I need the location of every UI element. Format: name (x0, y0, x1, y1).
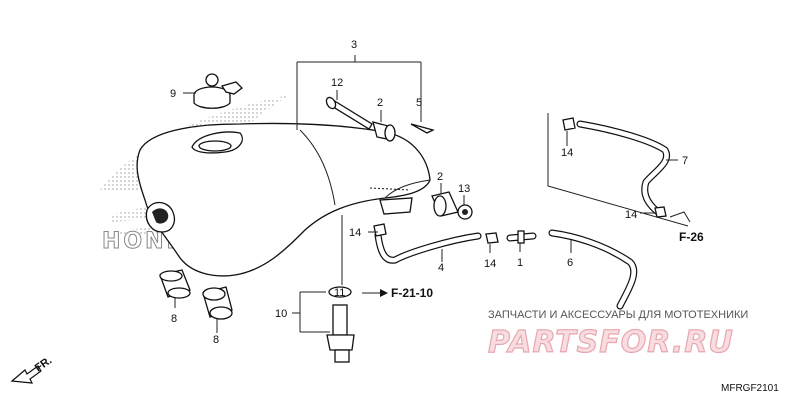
cushion (457, 204, 473, 220)
clip (410, 123, 435, 134)
front-direction-arrow: FR. (10, 354, 54, 384)
drain-hose (374, 231, 482, 264)
label-part-9: 9 (170, 88, 176, 100)
label-part-14-b: 14 (484, 258, 496, 270)
ref-f-21-10: F-21-10 (391, 286, 433, 300)
label-part-4: 4 (438, 262, 444, 274)
label-part-5: 5 (416, 97, 422, 109)
rubber-collar-lower (431, 191, 459, 217)
label-part-2-upper: 2 (377, 97, 383, 109)
leader-lines (174, 55, 691, 333)
hose-clip-d (654, 206, 667, 218)
label-part-11: 11 (334, 287, 345, 299)
breather-hose-6 (548, 229, 638, 310)
hose-clip-b (485, 232, 499, 244)
fuel-tank (136, 122, 431, 277)
rubber-collar-upper (372, 121, 396, 142)
label-part-1: 1 (517, 257, 523, 269)
label-part-8-b: 8 (213, 334, 219, 346)
breather-hose-7 (576, 120, 671, 216)
label-part-14-d: 14 (625, 209, 637, 221)
label-part-14-a: 14 (349, 227, 361, 239)
fuel-cap (193, 73, 243, 109)
label-part-2-lower: 2 (437, 171, 443, 183)
label-part-13: 13 (458, 183, 470, 195)
label-part-10: 10 (275, 308, 287, 320)
shop-watermark-tagline: ЗАПЧАСТИ И АКСЕССУАРЫ ДЛЯ МОТОТЕХНИКИ (488, 309, 748, 321)
label-part-3: 3 (351, 39, 357, 51)
joint (506, 230, 537, 244)
label-part-12: 12 (331, 77, 343, 89)
mount-rubber-b (202, 286, 233, 320)
mount-rubber-a (159, 269, 191, 299)
hose-clip-c (562, 117, 576, 131)
label-part-8-a: 8 (171, 313, 177, 325)
shop-watermark-logo: PARTSFOR.RU (488, 325, 734, 360)
fuel-filter-unit (326, 304, 355, 363)
ref-f-26: F-26 (679, 230, 704, 244)
label-part-14-c: 14 (561, 147, 573, 159)
diagram-code: MFRGF2101 (721, 383, 779, 394)
label-part-7: 7 (682, 155, 688, 167)
o-ring (328, 286, 352, 298)
hose-clip-a (373, 223, 387, 237)
label-part-6: 6 (567, 257, 573, 269)
bolt (325, 96, 373, 130)
